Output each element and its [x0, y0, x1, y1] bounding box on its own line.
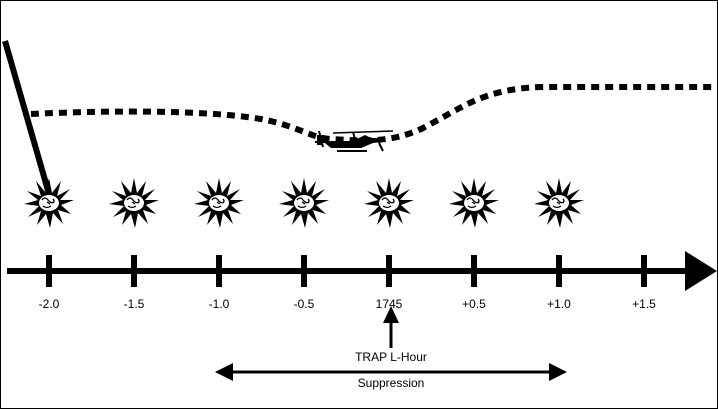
axis-ticks: [46, 255, 647, 287]
axis-tick-label: -0.5: [294, 297, 315, 311]
axis-tick: [641, 255, 647, 287]
explosion-icon: [278, 177, 330, 229]
axis-tick: [131, 255, 137, 287]
explosion-icon: [108, 177, 160, 229]
helicopter-icon: [315, 130, 394, 152]
up-arrow-icon: [383, 306, 399, 348]
axis-tick-labels: -2.0 -1.5 -1.0 -0.5 1745 +0.5 +1.0 +1.5: [39, 297, 657, 311]
explosion-row: [23, 177, 585, 229]
time-axis-arrowhead: [685, 251, 717, 291]
axis-tick-label: +1.5: [632, 297, 656, 311]
double-arrow-icon: [215, 363, 567, 381]
axis-tick-label: -1.5: [124, 297, 145, 311]
explosion-icon: [23, 177, 75, 229]
axis-tick-label: +0.5: [462, 297, 486, 311]
axis-tick: [556, 255, 562, 287]
axis-tick-label: 1745: [376, 297, 403, 311]
axis-tick-label: -2.0: [39, 297, 60, 311]
axis-tick-label: +1.0: [547, 297, 571, 311]
axis-tick: [386, 255, 392, 287]
axis-tick: [301, 255, 307, 287]
explosion-icon: [533, 177, 585, 229]
axis-tick: [471, 255, 477, 287]
explosion-icon: [363, 177, 415, 229]
explosion-icon: [193, 177, 245, 229]
axis-tick: [46, 255, 52, 287]
trap-l-hour-label: TRAP L-Hour: [355, 350, 427, 364]
approach-line: [2, 40, 52, 195]
axis-tick-label: -1.0: [209, 297, 230, 311]
explosion-icon: [448, 177, 500, 229]
flight-path: [30, 84, 717, 144]
axis-tick: [216, 255, 222, 287]
suppression-label: Suppression: [358, 376, 425, 390]
